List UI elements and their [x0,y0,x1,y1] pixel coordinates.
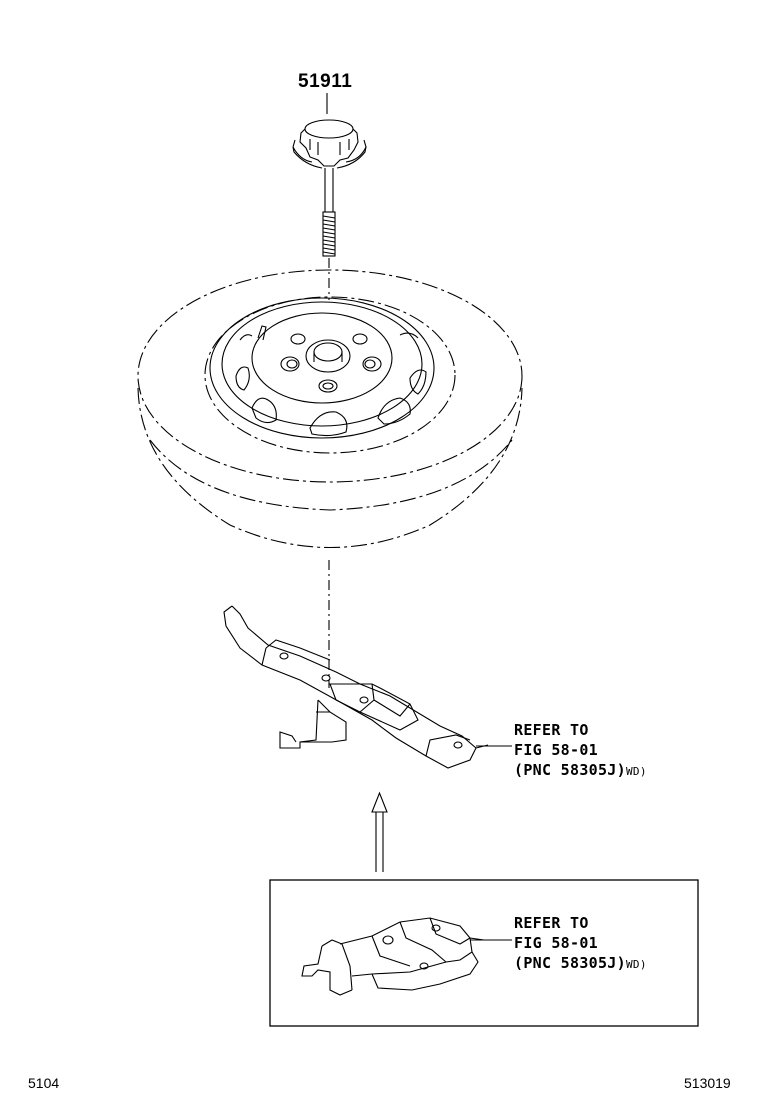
spare-wheel-carrier-bracket [223,605,489,769]
main-callout-line-3: (PNC 58305J)WD) [514,763,647,778]
variant-inset-frame [269,879,699,1027]
main-callout-pnc: (PNC 58305J) [514,761,626,779]
hold-down-bolt-51911 [292,119,367,257]
footer-right-code: 513019 [684,1075,731,1091]
inset-callout-suffix: WD) [625,958,647,971]
spare-wheel-rim [209,297,435,439]
main-callout-line-1: REFER TO [514,721,589,739]
inset-callout-line-1: REFER TO [514,914,589,932]
variant-carrier-bracket [301,917,485,996]
variant-arrow [371,791,388,872]
inset-callout: REFER TO FIG 58-01 (PNC 58305J)WD) [514,916,647,971]
part-number-51911: 51911 [298,71,353,92]
main-callout-suffix: WD) [625,765,647,778]
footer-left-code: 5104 [28,1075,60,1091]
inset-callout-line-2: FIG 58-01 [514,934,598,952]
inset-callout-line-3: (PNC 58305J)WD) [514,956,647,971]
main-callout-line-2: FIG 58-01 [514,741,598,759]
main-callout: REFER TO FIG 58-01 (PNC 58305J)WD) [514,723,647,778]
spare-tire [137,269,523,548]
inset-callout-pnc: (PNC 58305J) [514,954,626,972]
